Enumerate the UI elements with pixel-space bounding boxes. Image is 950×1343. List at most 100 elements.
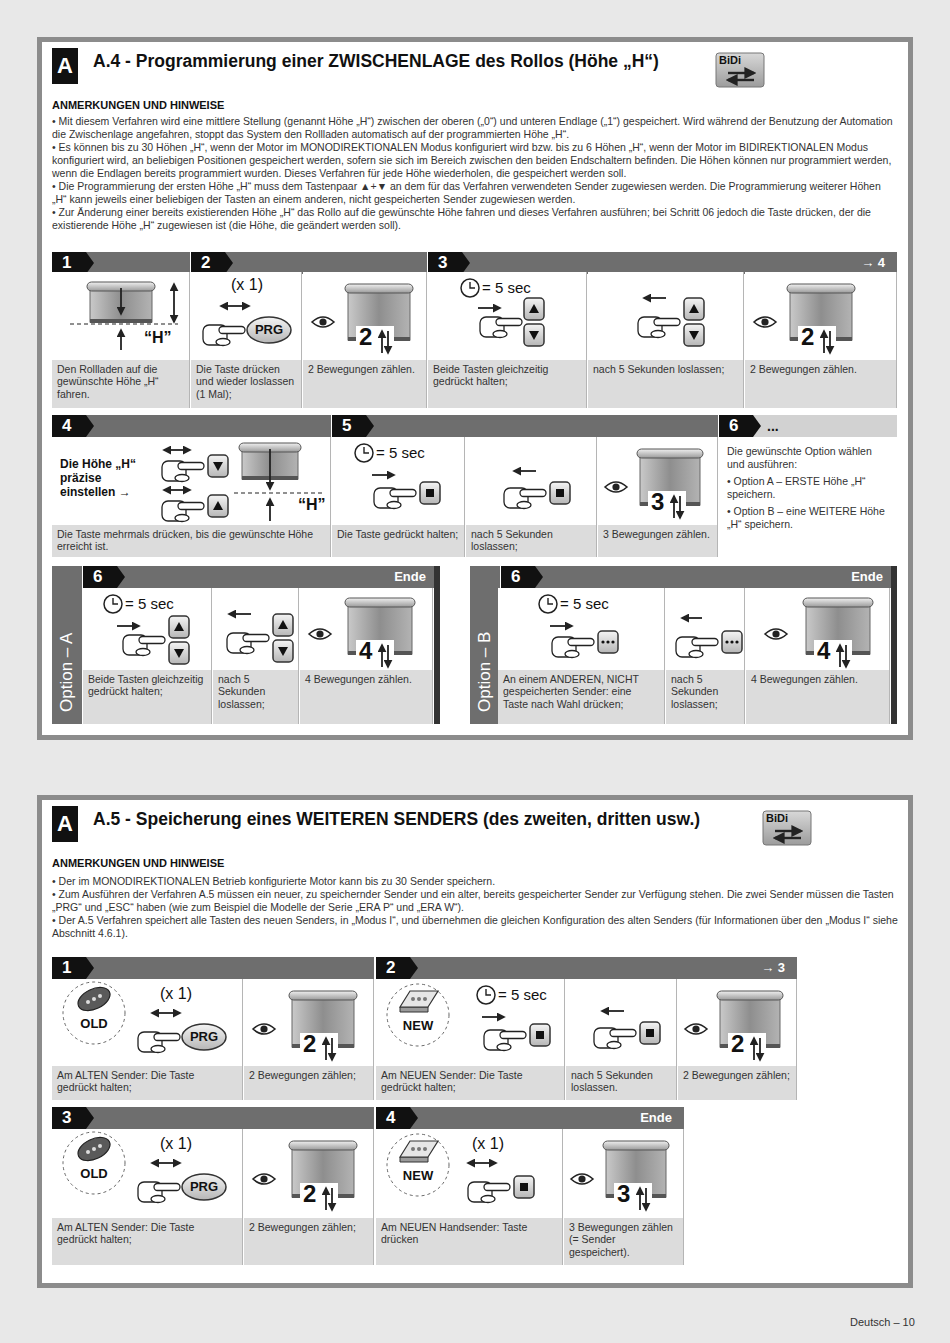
arrow <box>478 307 500 309</box>
roller-tube <box>289 991 357 1000</box>
step-header-bar <box>191 252 427 274</box>
arrow <box>482 1016 504 1018</box>
up-arrow <box>381 645 383 667</box>
icon-ground <box>213 588 298 670</box>
button-label: PRG <box>182 1175 226 1199</box>
up-triangle <box>529 304 539 313</box>
section-letter: A <box>52 48 78 84</box>
eye-pupil <box>612 483 619 490</box>
down-triangle <box>278 647 288 656</box>
double-arrow <box>468 1162 496 1164</box>
up-arrow <box>673 496 675 518</box>
arrow <box>120 330 122 350</box>
remote-button <box>169 616 189 638</box>
double-arrow <box>164 489 190 491</box>
bidi-arrow <box>775 837 801 839</box>
hand-thumb <box>481 1196 495 1203</box>
prg-button <box>247 317 291 343</box>
option-band <box>52 566 82 724</box>
dot <box>730 640 733 643</box>
remote-button <box>514 1176 534 1198</box>
roller-tube <box>345 598 415 607</box>
hand-thumb <box>175 515 189 522</box>
icon-ground <box>244 979 373 1066</box>
up-arrow <box>753 1038 755 1060</box>
notes-block: • Der im MONODIREKTIONALEN Betrieb konfi… <box>52 875 898 950</box>
step-number-chevron <box>376 1107 418 1129</box>
arrow <box>514 470 536 472</box>
timer-label: = 5 sec <box>125 594 174 614</box>
arrow <box>269 449 271 489</box>
double-arrow <box>152 1012 180 1014</box>
remote-label: OLD <box>73 1165 115 1183</box>
step-caption: nach 5 Sekunden loslassen. <box>566 1066 676 1100</box>
step-caption: 2 Bewegungen zählen. <box>745 360 896 408</box>
step-end-label: Ende <box>851 566 883 588</box>
new-remote <box>400 991 438 1007</box>
arrow <box>269 499 271 521</box>
roller-tube <box>345 284 413 293</box>
arrow <box>120 288 122 314</box>
down-triangle <box>174 649 184 658</box>
remote-key <box>423 997 427 1001</box>
note-text: • Es können bis zu 30 Höhen „H“, wenn de… <box>52 141 898 180</box>
step-cell: nach 5 Sekunden loslassen; <box>213 588 299 724</box>
remote-button <box>550 482 570 504</box>
step-caption: Am NEUEN Handsender: Taste drücken <box>376 1218 562 1265</box>
step-number: 1 <box>62 957 71 979</box>
icon-ground <box>745 272 896 360</box>
hand-finger <box>139 637 165 644</box>
roller-tube <box>803 598 873 607</box>
eye-pupil <box>772 630 779 637</box>
up-arrow <box>325 1188 327 1210</box>
hand-thumb <box>151 1046 165 1053</box>
step-caption: nach 5 Sekunden loslassen; <box>466 525 596 557</box>
movement-count: 4 <box>817 637 830 665</box>
section-title: A.5 - Speicherung eines WEITEREN SENDERS… <box>93 808 700 830</box>
remote-outline <box>63 1132 125 1194</box>
bidi-badge-label: BiDi <box>719 54 741 67</box>
hand-finger <box>610 1030 636 1037</box>
step-cell: = 5 secDie Taste gedrückt halten; <box>332 437 465 557</box>
step-cell: nach 5 Sekunden loslassen; <box>588 272 744 408</box>
remote-key <box>92 997 96 1001</box>
section-panel: AA.5 - Speicherung eines WEITEREN SENDER… <box>37 795 913 1288</box>
icon-ground <box>666 588 744 670</box>
double-arrow <box>173 284 175 322</box>
press-count: (x 1) <box>160 1133 192 1155</box>
option-box: Option – A6Ende= 5 secBeide Tasten gleic… <box>52 566 440 724</box>
dot <box>611 640 614 643</box>
up-arrow <box>839 645 841 667</box>
step-caption: 3 Bewegungen zählen. <box>598 525 717 557</box>
icon-ground <box>376 1129 562 1218</box>
hand-finger <box>178 463 204 470</box>
movement-count: 2 <box>303 1030 316 1058</box>
bidi-arrow <box>775 830 801 832</box>
remote-key <box>98 1144 102 1148</box>
arrow <box>682 617 702 619</box>
eye-symbol <box>605 482 627 492</box>
timer-label: = 5 sec <box>560 594 609 614</box>
step-cell: OLD(x 1)PRGAm ALTEN Sender: Die Taste ge… <box>52 979 243 1100</box>
icon-ground <box>52 979 242 1066</box>
arrow <box>644 297 666 299</box>
down-triangle <box>213 462 223 471</box>
step-number-chevron <box>52 957 94 979</box>
down-arrow <box>331 1038 333 1060</box>
icon-ground <box>498 588 664 670</box>
step-number-chevron <box>83 566 125 588</box>
step-header-bar <box>83 566 440 588</box>
icon-ground <box>466 437 596 525</box>
note-text: • Zur Änderung einer bereits existierend… <box>52 206 898 232</box>
option-band-label: Option – B <box>470 566 500 724</box>
remote-button <box>684 324 704 346</box>
step-number: 1 <box>62 252 71 274</box>
step-caption: Am ALTEN Sender: Die Taste gedrückt halt… <box>52 1066 242 1100</box>
up-triangle <box>689 304 699 313</box>
step-number-chevron <box>52 415 94 437</box>
up-triangle <box>213 501 223 510</box>
hand-finger <box>390 490 416 497</box>
step-caption: Beide Tasten gleichzeitig gedrückt halte… <box>428 360 586 408</box>
section-panel: AA.4 - Programmierung einer ZWISCHENLAGE… <box>37 37 913 740</box>
step-caption: nach 5 Sekunden loslassen; <box>666 670 744 724</box>
